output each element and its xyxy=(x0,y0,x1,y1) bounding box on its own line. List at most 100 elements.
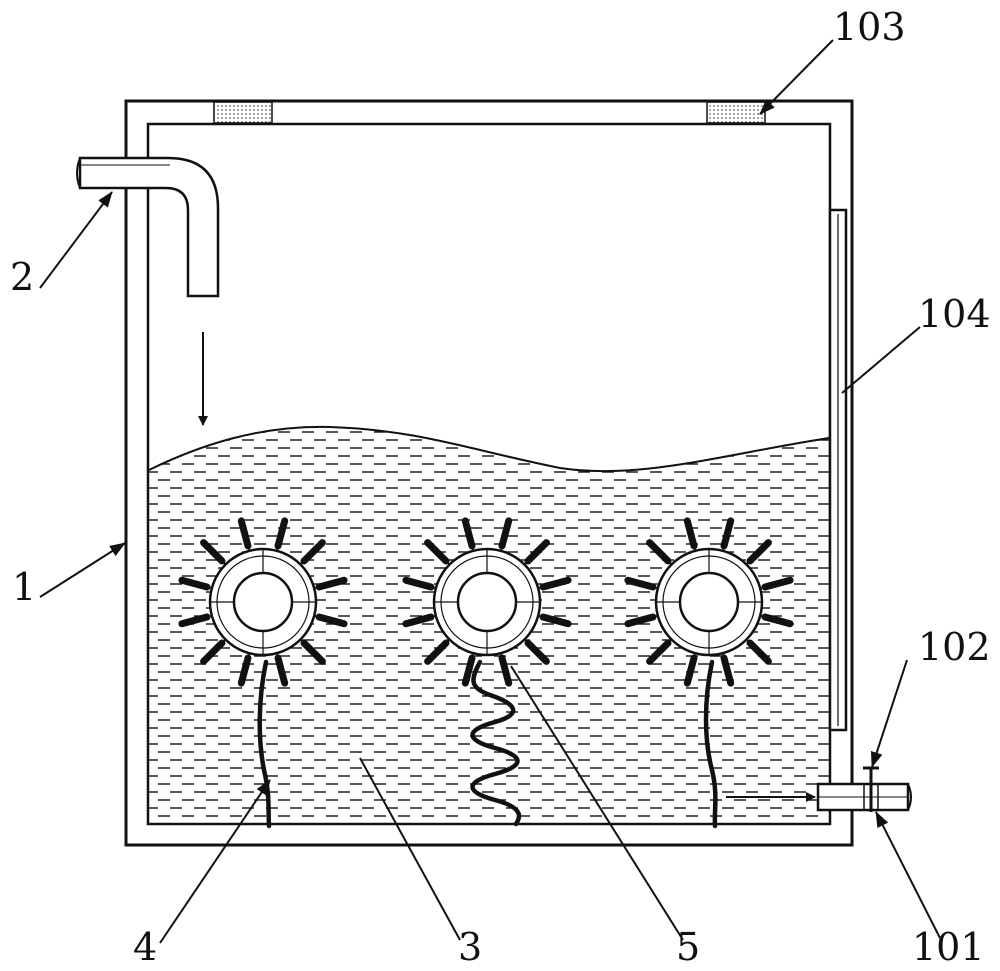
leader-4 xyxy=(159,779,271,944)
heater-fin xyxy=(300,539,326,565)
heater-fin-stem xyxy=(206,586,212,590)
heater-fin xyxy=(178,613,211,628)
heater-fin xyxy=(746,639,772,665)
tank-outer-wall xyxy=(124,99,854,847)
inlet-pipe-body xyxy=(78,156,220,298)
heater-fin-stem xyxy=(445,560,451,566)
heater-fin xyxy=(646,539,672,565)
heater-fin-stem xyxy=(299,638,305,644)
heater-fin-stem xyxy=(693,653,697,659)
cable-right xyxy=(703,659,718,829)
heater-fin-stem xyxy=(275,545,279,551)
heater-fin xyxy=(402,576,435,591)
outlet-valve xyxy=(863,766,879,812)
heater-fin-stem xyxy=(314,586,320,590)
heater-fin-stem xyxy=(523,560,529,566)
leader-102 xyxy=(870,659,908,768)
leader-103 xyxy=(759,39,834,115)
heater-fin xyxy=(720,654,735,687)
leader-5 xyxy=(510,665,684,941)
heater-fin xyxy=(539,576,572,591)
heater-fin xyxy=(720,517,735,550)
heater-fin-stem xyxy=(221,560,227,566)
heater-fin xyxy=(624,613,657,628)
heater-fin xyxy=(300,639,326,665)
heater-fin xyxy=(461,654,476,687)
heater-fin xyxy=(498,517,513,550)
heater-fin xyxy=(539,613,572,628)
leader-3 xyxy=(359,757,461,941)
heater-fin-stem xyxy=(445,638,451,644)
leader-101 xyxy=(875,811,941,939)
heater-fin-stem xyxy=(538,586,544,590)
heater-fin-stem xyxy=(745,638,751,644)
label-2: 2 xyxy=(10,255,34,299)
heater-fin-stem xyxy=(275,653,279,659)
label-104: 104 xyxy=(918,292,991,336)
heater-fin xyxy=(683,517,698,550)
heater-fin-stem xyxy=(667,560,673,566)
leader-2 xyxy=(39,191,113,289)
leader-1 xyxy=(39,542,126,598)
heater-unit-middle xyxy=(402,517,572,687)
heater-fin-stem xyxy=(499,545,503,551)
heater-fin-stem xyxy=(247,545,251,551)
heater-fin-stem xyxy=(538,614,544,618)
heater-fin xyxy=(200,639,226,665)
heater-fin xyxy=(524,639,550,665)
outlet-pipe xyxy=(816,782,912,812)
label-103: 103 xyxy=(833,5,906,49)
heater-fin-stem xyxy=(523,638,529,644)
heater-fin-stem xyxy=(693,545,697,551)
heater-fin xyxy=(178,576,211,591)
heater-unit-right xyxy=(624,517,794,687)
heater-fin xyxy=(237,517,252,550)
heater-fin xyxy=(237,654,252,687)
heater-fin-stem xyxy=(206,614,212,618)
heater-fin-stem xyxy=(299,560,305,566)
heater-fin xyxy=(402,613,435,628)
label-101: 101 xyxy=(912,925,985,969)
heater-fin xyxy=(624,576,657,591)
heater-fin-stem xyxy=(652,614,658,618)
heater-fin-stem xyxy=(652,586,658,590)
heater-fin xyxy=(524,539,550,565)
heater-fin xyxy=(424,539,450,565)
heater-fin-stem xyxy=(430,614,436,618)
heater-fin xyxy=(424,639,450,665)
heater-fin-stem xyxy=(667,638,673,644)
vent-left xyxy=(213,101,273,124)
heater-fin xyxy=(461,517,476,550)
heater-fin xyxy=(315,613,348,628)
label-1: 1 xyxy=(12,565,36,609)
label-102: 102 xyxy=(918,625,991,669)
heater-fin xyxy=(646,639,672,665)
level-gauge xyxy=(828,208,848,732)
cable-left xyxy=(257,659,272,829)
heater-fin xyxy=(746,539,772,565)
heater-fin-stem xyxy=(314,614,320,618)
vent-group xyxy=(213,101,766,124)
heater-fin-stem xyxy=(760,614,766,618)
heater-fin-stem xyxy=(721,653,725,659)
heater-fin-stem xyxy=(499,653,503,659)
heater-fin xyxy=(761,576,794,591)
label-4: 4 xyxy=(133,925,157,969)
vent-right xyxy=(706,101,766,124)
heater-fin xyxy=(315,576,348,591)
heater-fin-stem xyxy=(221,638,227,644)
label-3: 3 xyxy=(458,925,482,969)
liquid-surface xyxy=(148,425,830,473)
heater-fin-stem xyxy=(721,545,725,551)
cable-middle-coil xyxy=(470,659,522,827)
heater-fin-stem xyxy=(247,653,251,659)
heater-fin-stem xyxy=(471,653,475,659)
heater-fin-stem xyxy=(760,586,766,590)
heater-fin xyxy=(200,539,226,565)
heater-fin xyxy=(761,613,794,628)
heater-fin xyxy=(498,654,513,687)
label-5: 5 xyxy=(676,925,700,969)
heater-fin xyxy=(274,517,289,550)
leader-104 xyxy=(841,326,921,394)
